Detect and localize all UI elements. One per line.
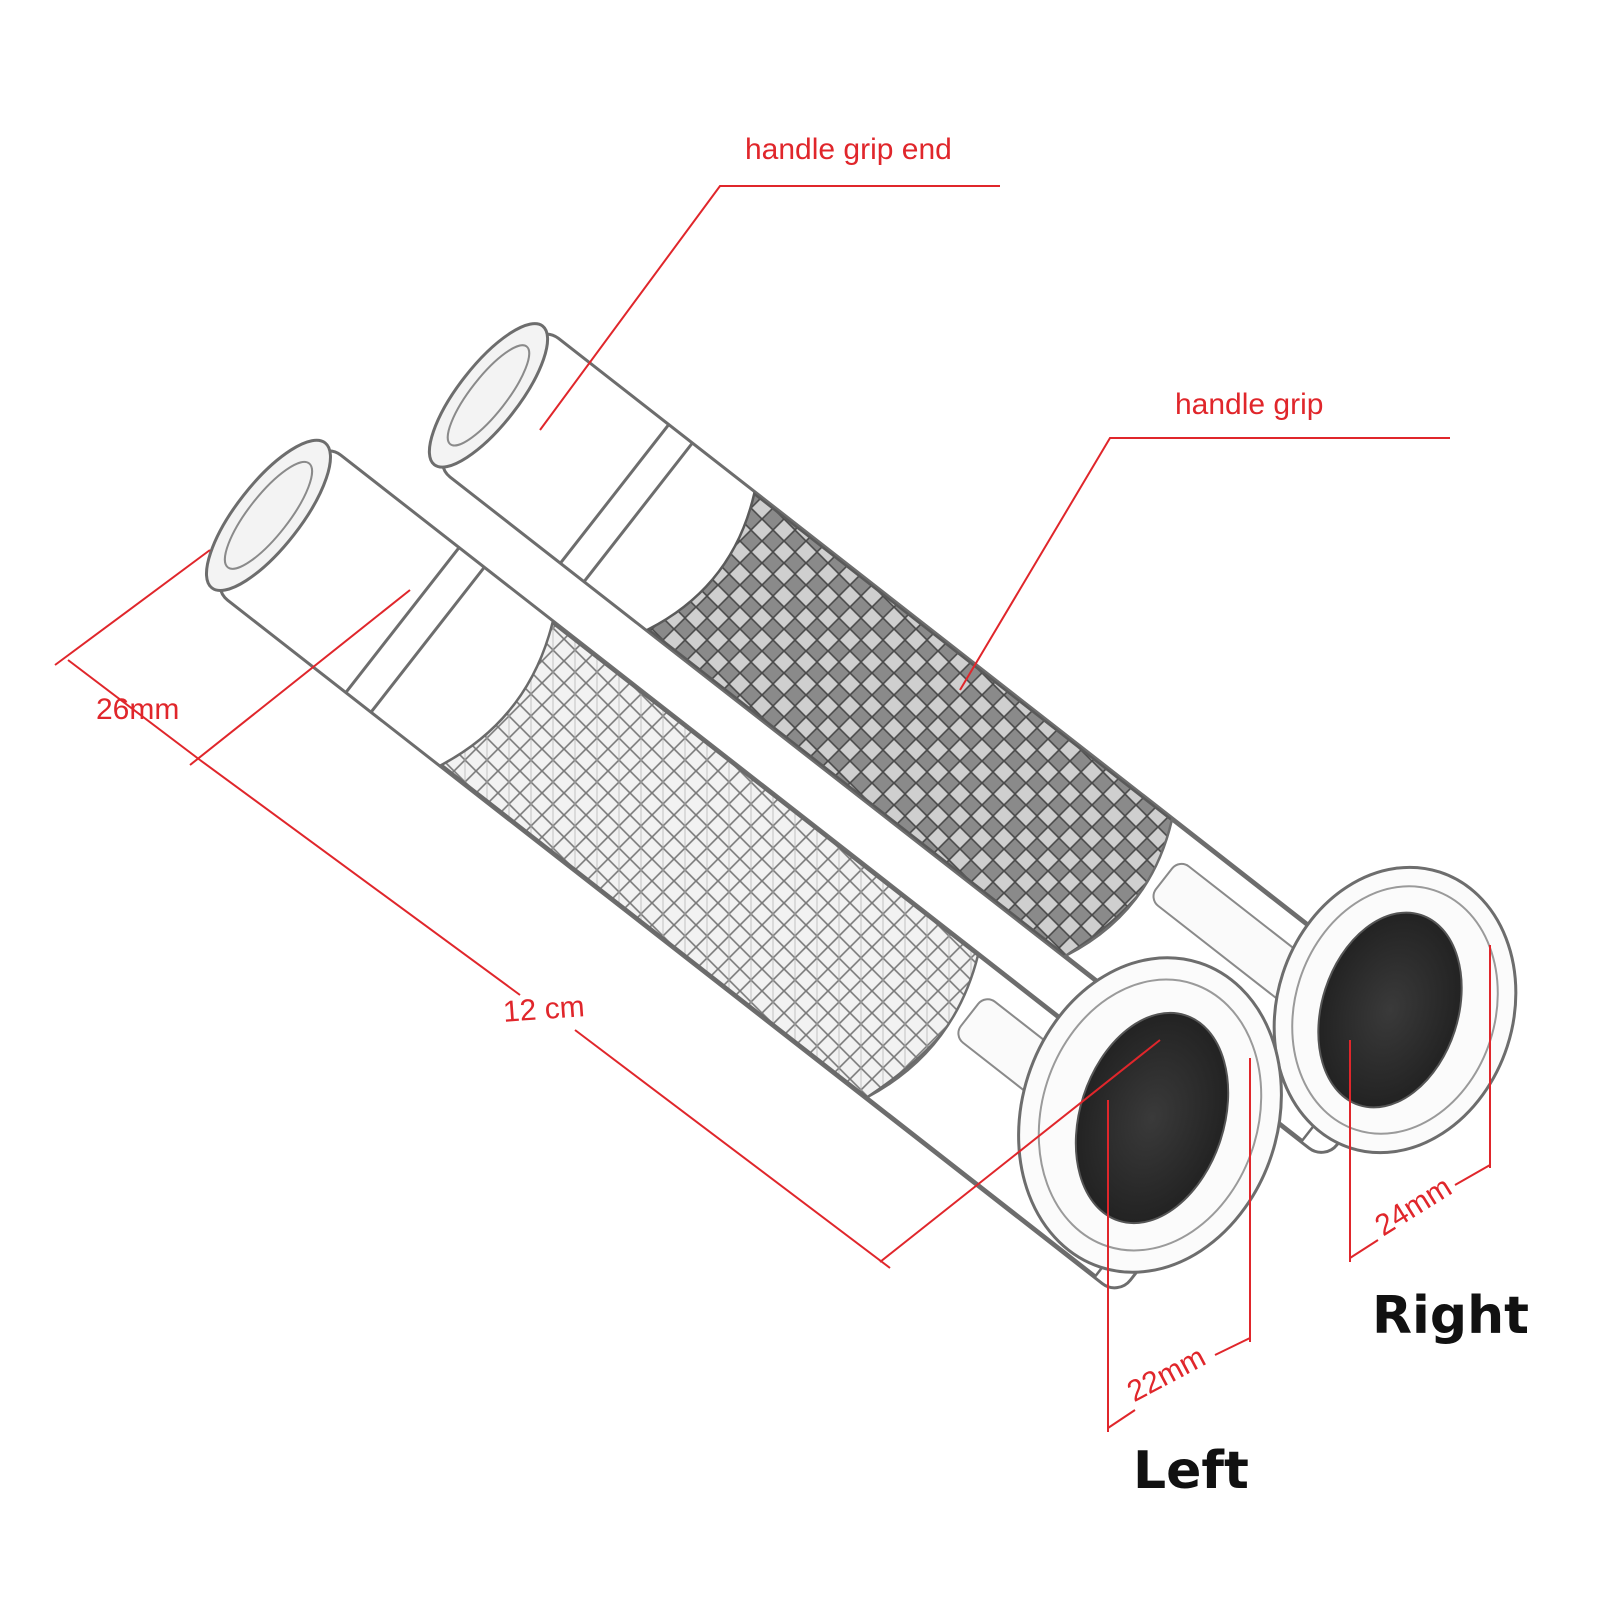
length-label: 12 cm <box>501 990 586 1029</box>
left-grip-end-cap <box>204 438 332 592</box>
outer-diameter-extension-a <box>54 549 211 666</box>
length-extension <box>879 1039 1161 1263</box>
left-grip <box>204 438 1283 1290</box>
right-grip <box>427 322 1518 1155</box>
length-dimension-a <box>199 759 521 996</box>
left-inner-dimension-a <box>1107 1409 1136 1429</box>
left-side-label: Left <box>1133 1441 1249 1501</box>
right-side-label: Right <box>1372 1286 1529 1346</box>
grip-end-leader <box>539 185 1000 431</box>
outer-diameter-label: 26mm <box>96 693 180 726</box>
grip-end-label: handle grip end <box>745 133 952 166</box>
left-grip-bore <box>1074 1011 1230 1225</box>
length-dimension-b <box>574 1029 891 1269</box>
right-inner-dimension-b <box>1454 1164 1491 1186</box>
left-inner-dimension-b <box>1214 1337 1251 1356</box>
grip-leader <box>959 437 1450 691</box>
grip-label: handle grip <box>1175 388 1324 421</box>
outer-diameter-dimension <box>67 659 201 761</box>
right-inner-dimension-a <box>1349 1239 1379 1259</box>
right-grip-end-cap <box>427 322 550 469</box>
right-grip-bore <box>1317 911 1463 1109</box>
outer-diameter-extension-b <box>189 589 411 766</box>
